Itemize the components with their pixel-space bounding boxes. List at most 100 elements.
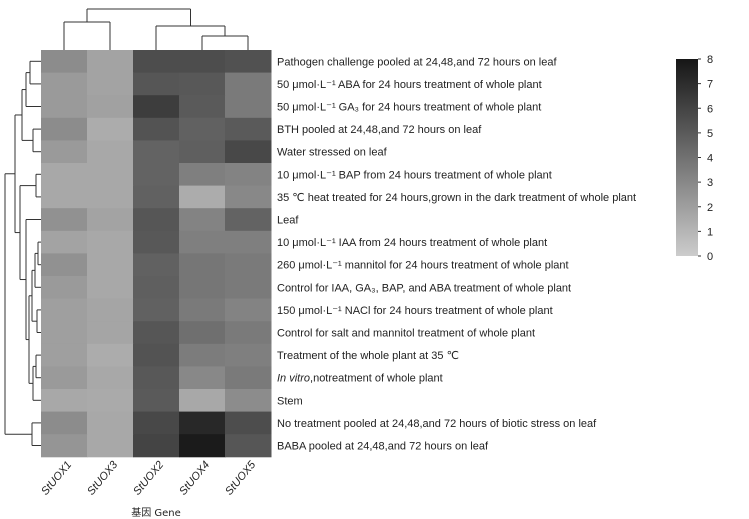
heatmap-cell xyxy=(133,140,180,164)
heatmap-cells xyxy=(41,50,272,458)
colorbar-tick-label: 6 xyxy=(707,103,713,115)
row-label: 150 μmol·L⁻¹ NACl for 24 hours treatment… xyxy=(277,305,553,317)
heatmap-cell xyxy=(133,276,180,300)
colorbar-gradient xyxy=(676,59,698,256)
column-label: StUOX3 xyxy=(85,458,121,497)
x-axis-title: 基因 Gene xyxy=(131,506,181,519)
colorbar-tick-label: 7 xyxy=(707,79,713,91)
column-label: StUOX1 xyxy=(39,459,74,498)
heatmap-cell xyxy=(41,117,88,141)
heatmap-cell xyxy=(179,366,226,390)
heatmap-cell xyxy=(133,411,180,435)
heatmap-cell xyxy=(225,208,272,232)
row-label: Pathogen challenge pooled at 24,48,and 7… xyxy=(277,56,557,68)
heatmap-cell xyxy=(179,434,226,458)
heatmap-cell xyxy=(133,434,180,458)
row-label: 10 μmol·L⁻¹ BAP from 24 hours treatment … xyxy=(277,169,552,181)
heatmap-cell xyxy=(41,298,88,322)
row-label: BABA pooled at 24,48,and 72 hours on lea… xyxy=(277,441,489,453)
heatmap-cell xyxy=(133,50,180,74)
colorbar-tick-label: 1 xyxy=(707,226,713,238)
colorbar-tick-label: 4 xyxy=(707,153,713,165)
column-dendrogram xyxy=(63,8,249,50)
heatmap-cell xyxy=(87,366,134,390)
heatmap-cell xyxy=(179,230,226,254)
heatmap-cell xyxy=(179,117,226,141)
heatmap-cell xyxy=(225,163,272,187)
heatmap-cell xyxy=(87,343,134,367)
row-label: Treatment of the whole plant at 35 ℃ xyxy=(277,350,459,362)
heatmap-cell xyxy=(225,72,272,96)
heatmap-cell xyxy=(41,140,88,164)
heatmap-cell xyxy=(225,50,272,74)
heatmap-cell xyxy=(225,140,272,164)
heatmap-cell xyxy=(87,185,134,209)
heatmap-cell xyxy=(87,230,134,254)
heatmap-cell xyxy=(225,95,272,119)
heatmap-cell xyxy=(87,117,134,141)
heatmap-cell xyxy=(225,298,272,322)
heatmap-cell xyxy=(179,411,226,435)
heatmap-cell xyxy=(225,343,272,367)
heatmap-cell xyxy=(41,95,88,119)
row-label: 260 μmol·L⁻¹ mannitol for 24 hours treat… xyxy=(277,260,569,272)
row-label: Control for IAA, GA₃, BAP, and ABA treat… xyxy=(277,282,571,294)
colorbar-tick-label: 8 xyxy=(707,54,713,66)
heatmap-cell xyxy=(179,140,226,164)
heatmap-cell xyxy=(179,298,226,322)
colorbar-tick-label: 5 xyxy=(707,128,713,140)
heatmap-cell xyxy=(179,163,226,187)
heatmap-cell xyxy=(225,253,272,277)
heatmap-cell xyxy=(225,276,272,300)
heatmap-cell xyxy=(225,117,272,141)
heatmap-cell xyxy=(87,253,134,277)
heatmap-cell xyxy=(179,95,226,119)
colorbar-tick-label: 3 xyxy=(707,177,713,189)
heatmap-cell xyxy=(87,50,134,74)
heatmap-cell xyxy=(179,343,226,367)
heatmap-cell xyxy=(41,230,88,254)
heatmap-cell xyxy=(41,411,88,435)
heatmap-cell xyxy=(87,72,134,96)
row-label: BTH pooled at 24,48,and 72 hours on leaf xyxy=(277,124,482,136)
heatmap-cell xyxy=(87,276,134,300)
heatmap-cell xyxy=(87,411,134,435)
heatmap-cell xyxy=(133,343,180,367)
heatmap-cell xyxy=(41,253,88,277)
heatmap-cell xyxy=(41,276,88,300)
heatmap-cell xyxy=(179,72,226,96)
heatmap-cell xyxy=(41,343,88,367)
heatmap-cell xyxy=(41,185,88,209)
row-label: 50 μmol·L⁻¹ GA₃ for 24 hours treatment o… xyxy=(277,102,541,114)
heatmap-cell xyxy=(87,321,134,345)
heatmap-cell xyxy=(225,185,272,209)
row-label: In vitro,notreatment of whole plant xyxy=(277,373,443,385)
heatmap-cell xyxy=(179,208,226,232)
heatmap-cell xyxy=(179,50,226,74)
row-label: Control for salt and mannitol treatment … xyxy=(277,328,535,340)
heatmap-cell xyxy=(179,389,226,413)
heatmap-cell xyxy=(133,185,180,209)
heatmap-cell xyxy=(41,434,88,458)
heatmap-cell xyxy=(225,411,272,435)
heatmap-cell xyxy=(225,321,272,345)
heatmap-cell xyxy=(41,163,88,187)
heatmap-cell xyxy=(179,321,226,345)
heatmap-cell xyxy=(133,230,180,254)
heatmap-cell xyxy=(179,253,226,277)
heatmap-cell xyxy=(87,434,134,458)
heatmap-cell xyxy=(225,434,272,458)
heatmap-cell xyxy=(87,163,134,187)
heatmap-cell xyxy=(133,208,180,232)
heatmap-cell xyxy=(41,72,88,96)
colorbar-tick-label: 2 xyxy=(707,202,713,214)
column-label: StUOX5 xyxy=(223,458,259,497)
heatmap-cell xyxy=(133,366,180,390)
heatmap-cell xyxy=(87,208,134,232)
heatmap-cell xyxy=(87,95,134,119)
heatmap-cell xyxy=(133,321,180,345)
heatmap-cell xyxy=(41,366,88,390)
